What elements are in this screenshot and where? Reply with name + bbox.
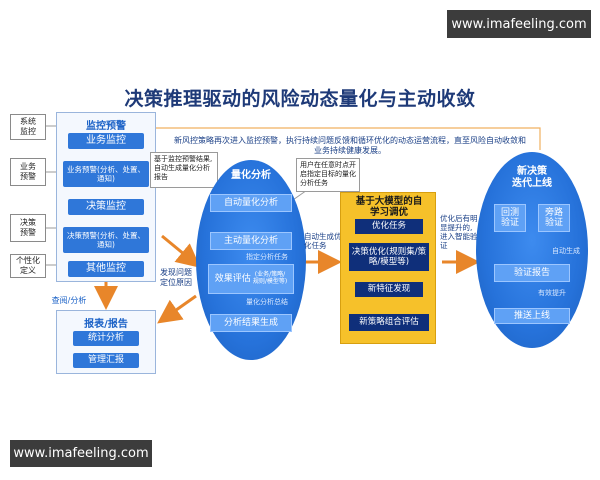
arrow-analysis-to-report: [157, 294, 197, 324]
monitor-panel-title: 监控预警: [86, 121, 126, 132]
description-line-1: 新风控策略再次进入监控预警，执行持续问题反馈和循环优化的动态运营流程，直至风险自…: [174, 136, 526, 145]
new-strategy-eval-button[interactable]: 新策略组合评估: [349, 314, 429, 331]
monitor-panel: 监控预警 业务监控 业务预警(分析、处置、 通知) 决策监控 决策预警(分析、处…: [56, 112, 156, 282]
analysis-ellipse-title: 量化分析: [231, 170, 271, 181]
watermark-top: www.imafeeling.com: [447, 10, 591, 38]
auto-analysis-button[interactable]: 自动量化分析: [210, 194, 292, 212]
mgmt-report-button[interactable]: 管理汇报: [73, 353, 139, 368]
analysis-summary-note: 量化分析总结: [246, 298, 288, 306]
arrow-monitor-to-analysis: [161, 234, 201, 268]
callout-user-task: 用户在任意时点开 启指定目标的量化 分析任务: [296, 158, 360, 192]
report-panel-title: 报表/报告: [84, 319, 128, 330]
other-monitor-button[interactable]: 其他监控: [68, 261, 144, 277]
effective-gain-note: 有效提升: [538, 289, 566, 297]
result-gen-button[interactable]: 分析结果生成: [210, 314, 292, 332]
iteration-ellipse-title: 新决策 迭代上线: [512, 166, 552, 189]
tag-decision-alert: 决策 预警: [10, 214, 46, 242]
active-analysis-button[interactable]: 主动量化分析: [210, 232, 292, 250]
description-line-2: 业务持续健康发展。: [314, 146, 386, 156]
verify-label: 优化后有明 显提升的, 进入智能验 证: [440, 214, 478, 250]
decision-monitor-button[interactable]: 决策监控: [68, 199, 144, 215]
watermark-bottom: www.imafeeling.com: [10, 440, 152, 467]
tag-business-alert: 业务 预警: [10, 158, 46, 186]
report-panel: 报表/报告 统计分析 管理汇报: [56, 310, 156, 374]
diagram-title: 决策推理驱动的风险动态量化与主动收敛: [124, 88, 476, 110]
optimize-task-button[interactable]: 优化任务: [355, 219, 423, 234]
business-alert-button[interactable]: 业务预警(分析、处置、 通知): [63, 161, 149, 187]
new-feature-button[interactable]: 新特征发现: [355, 282, 423, 297]
decision-alert-button[interactable]: 决策预警(分析、处置、 通知): [63, 227, 149, 253]
find-problem-label: 发现问题 定位原因: [160, 268, 192, 287]
learning-box: 基于大模型的自 学习调优 优化任务 决策优化(规则集/策 略/模型等) 新特征发…: [340, 192, 436, 344]
effect-eval-button[interactable]: 效果评估 (业务/策略/ 规则/模型等): [208, 264, 294, 294]
effect-eval-sub: (业务/策略/ 规则/模型等): [252, 271, 288, 285]
push-online-button[interactable]: 推送上线: [494, 308, 570, 324]
query-analysis-label: 查阅/分析: [51, 296, 87, 305]
assign-task-note: 指定分析任务: [246, 253, 288, 261]
backtest-verify-button[interactable]: 回测 验证: [494, 204, 526, 232]
auto-gen-label: 自动生成优 化任务: [304, 232, 342, 250]
auto-gen-note: 自动生成: [552, 247, 580, 255]
analysis-ellipse: 量化分析 自动量化分析 主动量化分析 指定分析任务 效果评估 (业务/策略/ 规…: [196, 160, 306, 360]
tag-custom-define: 个性化 定义: [10, 254, 46, 278]
process-description: 新风控策略再次进入监控预警，执行持续问题反馈和循环优化的动态运营流程，直至风险自…: [150, 136, 550, 157]
decision-optimize-button[interactable]: 决策优化(规则集/策 略/模型等): [349, 243, 429, 271]
learning-box-title: 基于大模型的自 学习调优: [355, 196, 423, 219]
verify-report-button[interactable]: 验证报告: [494, 264, 570, 282]
iteration-ellipse: 新决策 迭代上线 回测 验证 旁路 验证 自动生成 验证报告 有效提升 推送上线: [476, 152, 588, 348]
business-monitor-button[interactable]: 业务监控: [68, 133, 144, 149]
bypass-verify-button[interactable]: 旁路 验证: [538, 204, 570, 232]
effect-eval-label: 效果评估: [214, 273, 251, 284]
callout-auto-report: 基于监控预警结果, 自动生成量化分析 报告: [150, 152, 218, 188]
tag-system-monitor: 系统 监控: [10, 114, 46, 140]
stats-analysis-button[interactable]: 统计分析: [73, 331, 139, 346]
